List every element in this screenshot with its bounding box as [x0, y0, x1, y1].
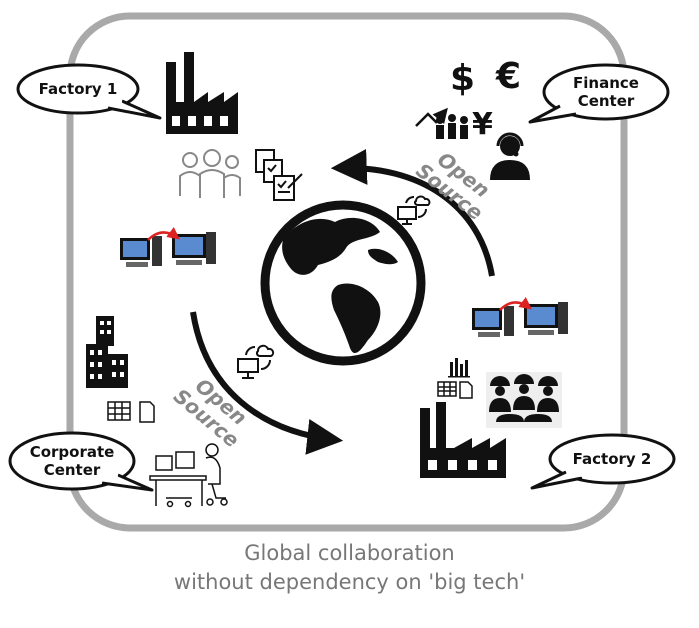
cloud-sync-icon-bottom	[237, 344, 275, 379]
support-agent-icon	[490, 132, 530, 180]
factory-icon-2	[420, 402, 506, 478]
computer-transfer-icon-1	[120, 227, 216, 267]
factory1-label: Factory 1	[38, 80, 118, 98]
euro-icon: €	[495, 56, 521, 97]
finance-center-label: Finance Center	[573, 74, 639, 110]
workers-outline-icon	[179, 149, 241, 198]
spreadsheet-icon-2	[437, 381, 473, 399]
spreadsheet-icon-1	[107, 401, 155, 423]
office-workers-icon	[149, 443, 228, 508]
factory-icon-1	[166, 52, 238, 134]
globe-icon	[260, 200, 426, 366]
caption-line-2: without dependency on 'big tech'	[173, 570, 526, 594]
flow-arrow-top	[330, 148, 495, 277]
bubble-corporate-shape	[8, 431, 154, 492]
growth-team-icon	[415, 107, 468, 139]
yen-icon: ¥	[472, 107, 493, 142]
bubble-finance-shape	[528, 63, 670, 124]
factory2-label: Factory 2	[572, 450, 652, 468]
flow-arrow-bottom	[190, 311, 344, 455]
dollar-icon: $	[450, 58, 475, 99]
collaboration-frame	[66, 12, 628, 532]
open-source-label-bottom: Open Source	[169, 367, 258, 452]
caption-line-1: Global collaboration	[244, 541, 455, 565]
bar-chart-icon	[448, 358, 470, 378]
computer-transfer-icon-2	[472, 297, 568, 337]
checklist-icon	[255, 149, 303, 201]
bubble-factory2-shape	[530, 433, 676, 490]
office-buildings-icon	[86, 316, 128, 388]
cloud-sync-icon-top	[397, 195, 431, 225]
workers-hardhat-icon	[486, 372, 562, 428]
corporate-center-label: Corporate Center	[29, 443, 115, 479]
bubble-factory1-shape	[16, 63, 162, 120]
